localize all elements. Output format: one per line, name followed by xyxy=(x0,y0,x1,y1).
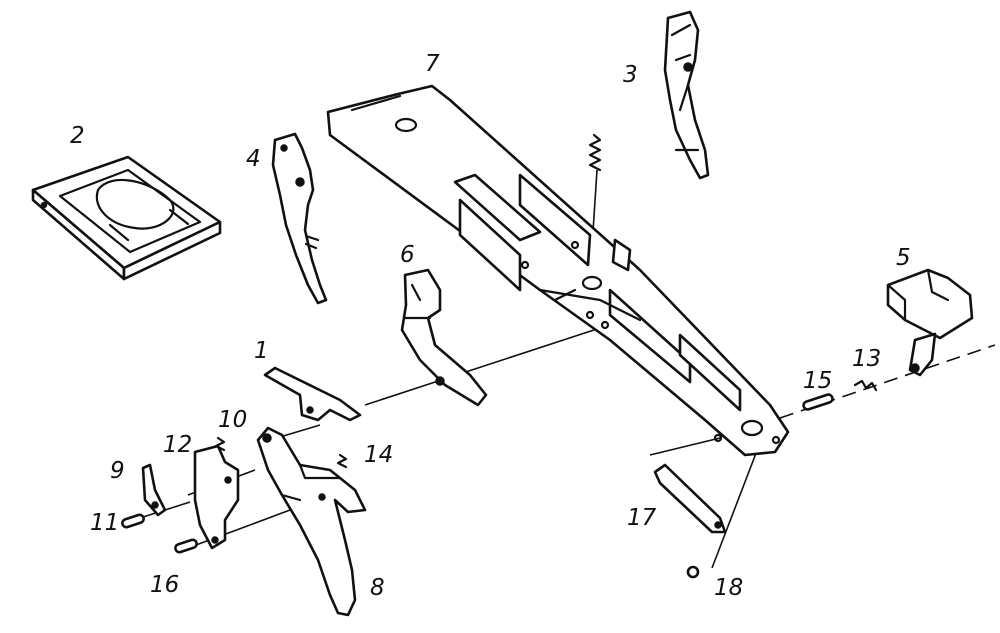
label-part-9: 9 xyxy=(110,458,125,484)
part-7-frame xyxy=(326,84,790,457)
label-part-2: 2 xyxy=(70,123,85,149)
label-part-3: 3 xyxy=(623,62,638,88)
part-17-link xyxy=(653,463,727,534)
label-part-13: 13 xyxy=(852,346,882,372)
label-part-14: 14 xyxy=(364,442,394,468)
part-3-lever xyxy=(663,10,710,180)
label-part-12: 12 xyxy=(163,432,193,458)
springs-and-pins xyxy=(121,133,878,554)
label-part-5: 5 xyxy=(896,245,911,271)
part-4-sear xyxy=(271,132,328,305)
label-part-18: 18 xyxy=(714,575,744,601)
label-part-17: 17 xyxy=(627,505,657,531)
part-6-trigger-bar xyxy=(400,268,488,407)
part-1-disconnector xyxy=(263,366,362,422)
label-part-1: 1 xyxy=(254,338,269,364)
part-12-plate xyxy=(193,444,240,550)
part-18-screw xyxy=(686,565,700,579)
part-8-trigger xyxy=(256,426,367,617)
label-part-10: 10 xyxy=(218,407,248,433)
part-2-tray xyxy=(31,155,222,281)
label-part-15: 15 xyxy=(803,368,833,394)
label-part-7: 7 xyxy=(425,51,440,77)
label-part-8: 8 xyxy=(370,575,385,601)
label-part-6: 6 xyxy=(400,242,415,268)
label-part-4: 4 xyxy=(246,146,261,172)
part-5-safety xyxy=(886,268,974,377)
part-9-catch xyxy=(141,463,167,517)
label-part-11: 11 xyxy=(90,510,120,536)
label-part-16: 16 xyxy=(150,572,180,598)
